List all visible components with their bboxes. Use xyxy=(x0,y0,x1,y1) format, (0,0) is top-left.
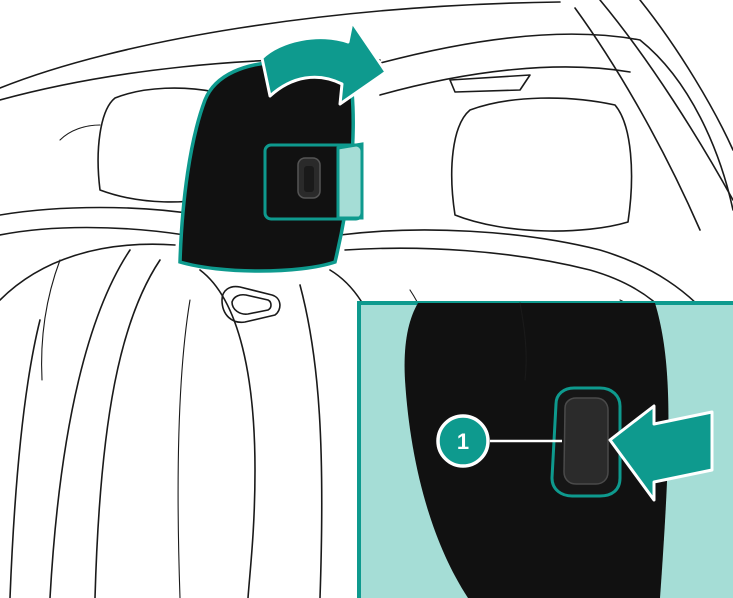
inset-detail-view: 1 xyxy=(359,303,733,598)
folded-headrest xyxy=(180,62,353,271)
callout-1-label: 1 xyxy=(457,429,469,454)
